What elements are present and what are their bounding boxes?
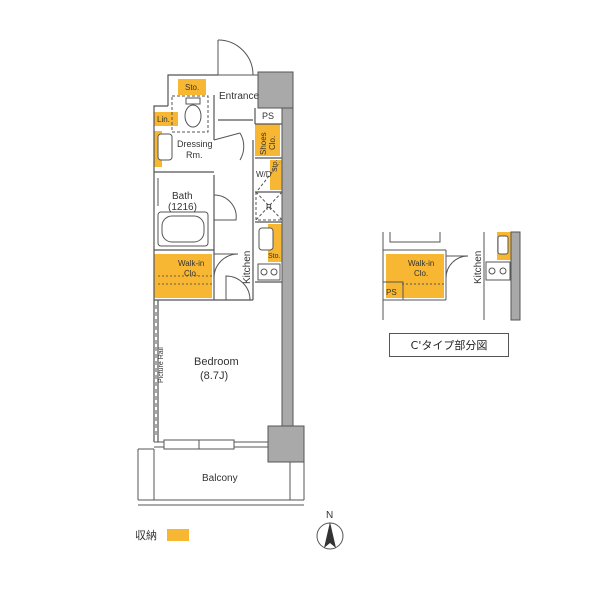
partial-door-swing xyxy=(445,255,469,279)
label-bath-2: (1216) xyxy=(168,202,197,213)
label-storage-kitchen: Sto. xyxy=(268,253,281,260)
fridge-diagonal-1 xyxy=(255,191,283,221)
label-refrigerator: R xyxy=(266,203,272,212)
partial-label-ps: PS xyxy=(386,288,397,297)
label-shoes-2: Clo. xyxy=(268,136,277,150)
legend-label: 収納 xyxy=(135,529,157,542)
label-dressing-2: Rm. xyxy=(186,150,203,160)
storage-sto-fill xyxy=(178,79,206,95)
stove-burner-1 xyxy=(260,268,268,276)
column-top-right xyxy=(257,71,294,109)
label-walkin-2: Clo. xyxy=(184,269,198,278)
partial-plan: Walk-in Clo. PS Kitchen xyxy=(382,231,521,321)
storage-wd-fill xyxy=(270,160,282,190)
partial-walkin-fill xyxy=(386,254,444,298)
partial-sink xyxy=(497,235,509,255)
label-ps: PS xyxy=(262,111,274,121)
label-storage-top: Sto. xyxy=(185,83,199,92)
kitchen-stove xyxy=(257,263,281,281)
label-washer-dryer: W/D xyxy=(256,170,272,179)
label-entrance: Entrance xyxy=(219,91,259,102)
main-unit-plan: Sto. Entrance Lin. Dressing Rm. PS Shoes… xyxy=(137,39,305,506)
washer-dryer-pan xyxy=(255,191,283,221)
door-dressing xyxy=(213,132,245,161)
storage-shoes-fill xyxy=(255,124,280,156)
wall-top-left xyxy=(167,74,218,106)
wd-dashed-diagonal xyxy=(257,161,281,191)
label-dressing-1: Dressing xyxy=(177,139,213,149)
partial-stove xyxy=(485,261,511,281)
stove-burner-2 xyxy=(270,268,278,276)
label-picture-rail: Picture Rail xyxy=(158,347,165,383)
door-walkin xyxy=(213,253,239,279)
wall-left-upper xyxy=(153,105,168,300)
column-bottom-right xyxy=(267,425,305,463)
door-bedroom xyxy=(225,275,251,301)
storage-legend: 収納 xyxy=(135,527,189,543)
partial-label-walkin-2: Clo. xyxy=(414,269,428,278)
label-walkin-1: Walk-in xyxy=(178,259,204,268)
label-shoes-1: Shoes xyxy=(259,132,268,155)
entrance-door xyxy=(217,39,258,76)
partial-ps-box xyxy=(382,281,404,301)
label-storage-wd: Sto. xyxy=(272,159,279,172)
door-bath xyxy=(213,194,237,221)
balcony-outline xyxy=(137,448,305,506)
kitchen-sink xyxy=(258,227,274,251)
partial-burner-1 xyxy=(488,267,496,275)
compass-arrow-icon xyxy=(324,522,336,548)
legend-swatch xyxy=(167,529,189,541)
wall-right-thick xyxy=(281,107,294,429)
label-bath-1: Bath xyxy=(172,191,193,202)
partial-wall-right xyxy=(510,231,521,321)
compass-north-label: N xyxy=(326,510,333,521)
partial-burner-2 xyxy=(499,267,507,275)
partial-bath-tub xyxy=(389,232,441,243)
fridge-diagonal-2 xyxy=(255,191,283,221)
label-balcony: Balcony xyxy=(202,473,238,484)
partial-plan-caption: C'タイプ部分図 xyxy=(389,333,509,357)
balcony-window xyxy=(154,439,268,450)
toilet xyxy=(171,95,209,133)
label-bedroom-1: Bedroom xyxy=(194,356,239,368)
north-compass: N xyxy=(316,510,344,550)
partial-label-kitchen: Kitchen xyxy=(473,251,484,284)
label-kitchen: Kitchen xyxy=(242,251,253,284)
partial-label-walkin-1: Walk-in xyxy=(408,259,434,268)
label-bedroom-2: (8.7J) xyxy=(200,370,228,382)
label-linen: Lin. xyxy=(157,115,170,124)
bathtub xyxy=(157,211,209,247)
washbasin xyxy=(157,133,173,161)
